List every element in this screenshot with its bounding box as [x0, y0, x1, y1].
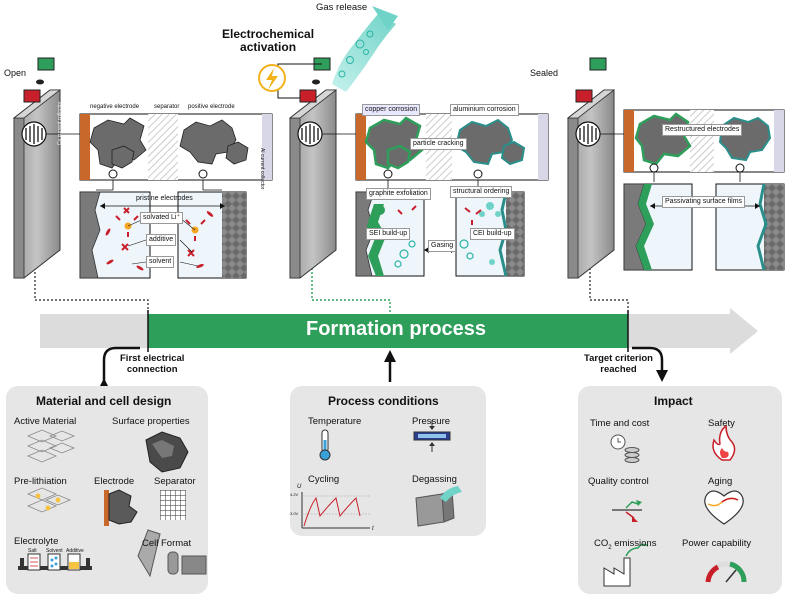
cell-3-battery: [566, 57, 624, 279]
co2-text: CO: [594, 538, 609, 549]
copper-corrosion-label: copper corrosion: [362, 104, 421, 116]
prelithiation-label: Pre-lithiation: [14, 476, 67, 487]
electrolyte-icon: [18, 553, 92, 571]
cycling-umax: 4.2V: [290, 492, 299, 497]
power-capability-label: Power capability: [682, 538, 752, 549]
open-label: Open: [4, 68, 27, 78]
sei-buildup-label: SEI build-up: [366, 228, 411, 240]
cell-format-icon: [137, 529, 207, 578]
cell-format-label: Cell Format: [142, 538, 192, 549]
pressure-icon: [413, 420, 451, 452]
surface-properties-label: Surface properties: [112, 416, 190, 427]
impact-panel-title: Impact: [654, 394, 693, 408]
aluminium-corrosion-label: aluminium corrosion: [450, 104, 519, 116]
active-material-icon: [26, 429, 76, 463]
positive-electrode-label: positive electrode: [188, 104, 235, 110]
connector-activation: [311, 248, 391, 312]
solvent-label: solvent: [146, 256, 175, 268]
safety-label: Safety: [708, 418, 735, 429]
co2-subscript: 2: [608, 544, 612, 551]
degassing-icon: [415, 486, 462, 527]
degassing-label: Degassing: [412, 474, 457, 485]
time-cost-icon: [610, 434, 640, 463]
pristine-electrodes-label: pristine electrodes: [136, 195, 193, 202]
formation-process-label: Formation process: [306, 318, 487, 340]
connector-open: [34, 248, 149, 312]
temperature-label: Temperature: [308, 416, 362, 427]
solvent-beaker-label: Solvent: [46, 548, 63, 554]
process-panel-title: Process conditions: [328, 394, 439, 408]
time-cost-label: Time and cost: [590, 418, 650, 429]
flame-icon: [712, 424, 736, 461]
gas-release-plume: [332, 6, 398, 92]
gasing-label: Gasing: [428, 240, 457, 252]
first-connection-label: First electrical connection: [120, 353, 185, 375]
graphite-exfoliation-label: graphite exfoliation: [366, 188, 431, 200]
cycling-u-axis: U: [297, 484, 302, 490]
cell-3-interface-panel: [623, 172, 785, 271]
timeline-arrow: [40, 308, 758, 354]
sealed-label: Sealed: [530, 68, 559, 78]
cycling-chart: [301, 492, 370, 529]
cycling-label: Cycling: [308, 474, 340, 485]
connector-sealed: [589, 248, 629, 312]
co2-emissions-label: CO2 emissions: [594, 538, 656, 551]
separator-icon: [160, 490, 186, 520]
negative-electrode-label: negative electrode: [90, 104, 140, 110]
power-gauge-icon: [705, 561, 747, 583]
al-collector-label: Al current collector: [259, 148, 265, 190]
cei-buildup-label: CEI build-up: [470, 228, 515, 240]
restructured-electrodes-label: Restructured electrodes: [662, 124, 743, 136]
cell-1-interface-panel: [79, 180, 247, 279]
material-panel-title: Material and cell design: [36, 394, 172, 408]
cu-collector-label: Cu current collector: [57, 101, 63, 145]
electrode-icon: [104, 489, 138, 526]
arrow-first-connection: [102, 346, 140, 380]
electrode-label: Electrode: [94, 476, 135, 487]
separator-design-label: Separator: [154, 476, 196, 487]
additive-label: additive: [146, 234, 177, 246]
solvated-li-label: solvated Li⁺: [140, 212, 184, 224]
quality-control-icon: [612, 500, 642, 522]
arrow-target: [632, 346, 664, 372]
active-material-label: Active Material: [14, 416, 77, 427]
activation-label: Electrochemical activation: [222, 27, 315, 54]
cell-3-electrode-panel: [623, 109, 785, 173]
impact-panel-bg: [578, 386, 782, 594]
surface-properties-icon: [145, 431, 189, 473]
target-criterion-label: Target criterion reached: [584, 353, 653, 375]
cell-1-electrode-panel: [79, 113, 273, 181]
quality-control-label: Quality control: [588, 476, 649, 487]
passivating-films-label: Passivating surface films: [662, 196, 746, 208]
cell-1-battery: [12, 57, 80, 279]
gas-release-label: Gas release: [316, 2, 368, 13]
pressure-label: Pressure: [412, 416, 451, 427]
thermometer-icon: [319, 429, 331, 461]
structural-ordering-label: structural ordering: [450, 186, 513, 198]
electrolyte-label: Electrolyte: [14, 536, 59, 547]
particle-cracking-label: particle cracking: [410, 138, 467, 150]
prelithiation-icon: [26, 487, 72, 513]
factory-icon: [603, 543, 649, 587]
aging-label: Aging: [708, 476, 733, 487]
aging-heart-icon: [704, 490, 744, 525]
separator-label: separator: [154, 104, 180, 110]
cycling-umin: 3.0V: [290, 511, 299, 516]
co2-tail: emissions: [611, 538, 657, 549]
cell-2-battery: [258, 57, 356, 279]
salt-label: Salt: [28, 548, 37, 554]
additive-beaker-label: Additive: [66, 548, 84, 554]
cycling-t-axis: t: [372, 526, 374, 532]
